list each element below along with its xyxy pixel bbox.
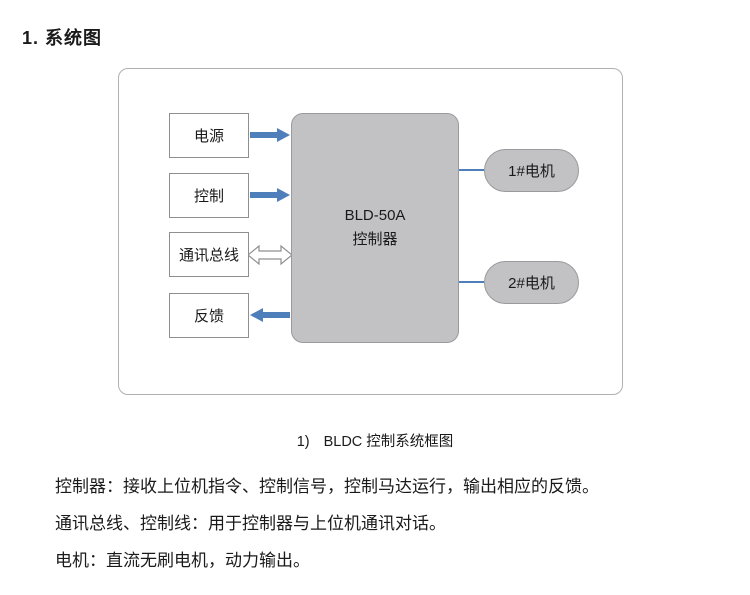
note-controller: 控制器：接收上位机指令、控制信号，控制马达运行，输出相应的反馈。 (55, 477, 599, 496)
connector-line-motor2 (459, 281, 484, 283)
controller-name-label: 控制器 (352, 231, 398, 248)
double-arrow-icon (248, 245, 292, 265)
caption-text: BLDC 控制系统框图 (323, 434, 454, 450)
connector-line-motor1 (459, 169, 484, 171)
motor-1-block: 1#电机 (484, 149, 579, 192)
figure-caption: 1) BLDC 控制系统框图 (0, 430, 750, 451)
note-comm-bus: 通讯总线、控制线：用于控制器与上位机通讯对话。 (55, 514, 446, 533)
controller-model-label: BLD-50A (344, 207, 406, 224)
arrow-left-icon (250, 308, 290, 322)
arrow-right-icon (250, 128, 290, 142)
motor-1-label: 1#电机 (508, 163, 555, 180)
controller-block: BLD-50A 控制器 (291, 113, 459, 343)
block-feedback-label: 反馈 (193, 308, 224, 325)
section-heading: 1. 系统图 (22, 28, 103, 48)
motor-2-label: 2#电机 (508, 275, 555, 292)
notes-section: 控制器：接收上位机指令、控制信号，控制马达运行，输出相应的反馈。 通讯总线、控制… (55, 468, 599, 579)
caption-number: 1) (296, 434, 310, 450)
arrow-right-icon (250, 188, 290, 202)
block-power: 电源 (169, 113, 249, 158)
diagram-frame: 电源 控制 通讯总线 反馈 BLD-50A 控制器 (118, 68, 623, 395)
block-feedback: 反馈 (169, 293, 249, 338)
block-comm-bus: 通讯总线 (169, 232, 249, 277)
block-comm-bus-label: 通讯总线 (178, 247, 239, 264)
block-power-label: 电源 (193, 128, 224, 145)
block-control-label: 控制 (193, 188, 224, 205)
motor-2-block: 2#电机 (484, 261, 579, 304)
note-motor: 电机：直流无刷电机，动力输出。 (55, 551, 310, 570)
block-control: 控制 (169, 173, 249, 218)
